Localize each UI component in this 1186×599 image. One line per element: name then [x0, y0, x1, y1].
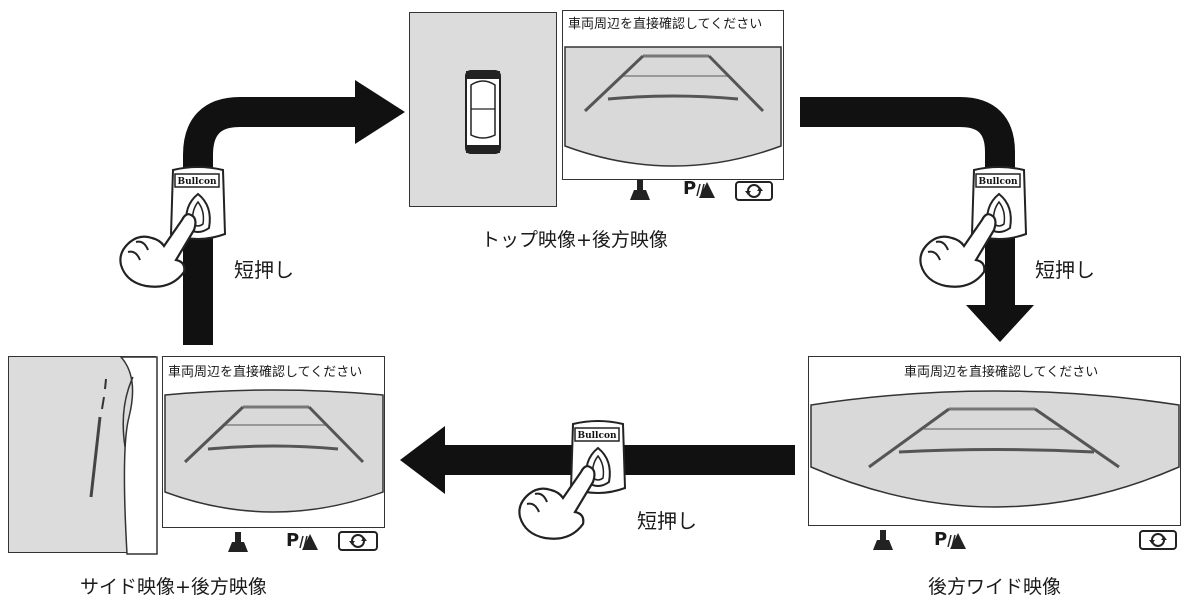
parking-sensor-icon: P: [683, 178, 697, 199]
camera-switch-icon[interactable]: [1139, 530, 1177, 550]
short-press-label: 短押し: [1035, 258, 1095, 282]
rear-camera-icon: [228, 532, 248, 552]
parking-sensor-waves-icon: [696, 182, 715, 198]
arrow-head-right: [355, 80, 405, 144]
push-switch-icon: Bullcon: [169, 166, 227, 240]
switch-brand: Bullcon: [978, 177, 1017, 187]
warning-message: 車両周辺を直接確認してください: [168, 365, 363, 380]
parking-sensor-waves-icon: [947, 533, 966, 549]
caption-rear-wide: 後方ワイド映像: [928, 576, 1062, 598]
camera-switch-icon[interactable]: [338, 531, 378, 551]
rear-wide-camera-view: [810, 390, 1180, 508]
top-rear-camera-screen: 車両周辺を直接確認してください: [562, 10, 784, 180]
parking-sensor-waves-icon: [299, 534, 318, 550]
rear-camera-view: [164, 389, 384, 513]
side-rear-camera-screen: 車両周辺を直接確認してください: [162, 356, 385, 528]
short-press-label: 短押し: [234, 258, 294, 282]
warning-message: 車両周辺を直接確認してください: [904, 365, 1099, 380]
arrow-head-down: [966, 305, 1034, 342]
switch-brand: Bullcon: [177, 177, 216, 187]
push-switch-left[interactable]: Bullcon: [167, 166, 229, 244]
pointing-hand-icon: [919, 213, 997, 288]
rear-camera-icon: [873, 530, 893, 550]
top-view-panel: [409, 12, 557, 207]
vehicle-top-icon: [465, 70, 501, 154]
arrow-top-to-wide: [800, 97, 1015, 310]
warning-message: 車両周辺を直接確認してください: [568, 17, 763, 32]
arrow-head-left: [400, 426, 445, 494]
rear-camera-view: [564, 46, 782, 167]
arrow-side-to-top: [183, 97, 360, 345]
rear-camera-icon: [630, 180, 650, 200]
parking-sensor-icon: P: [286, 530, 300, 551]
parking-sensor-icon: P: [934, 529, 948, 550]
switch-brand: Bullcon: [577, 431, 616, 441]
short-press-label: 短押し: [637, 509, 697, 533]
side-camera-view: [89, 356, 158, 555]
rear-wide-camera-screen: 車両周辺を直接確認してください: [808, 356, 1181, 526]
caption-top-rear: トップ映像+後方映像: [481, 229, 668, 251]
camera-switch-icon[interactable]: [735, 181, 773, 201]
side-view-panel: [8, 356, 158, 555]
caption-side-rear: サイド映像+後方映像: [80, 576, 267, 598]
pointing-hand-icon: [518, 465, 596, 540]
pointing-hand-icon: [119, 213, 197, 288]
